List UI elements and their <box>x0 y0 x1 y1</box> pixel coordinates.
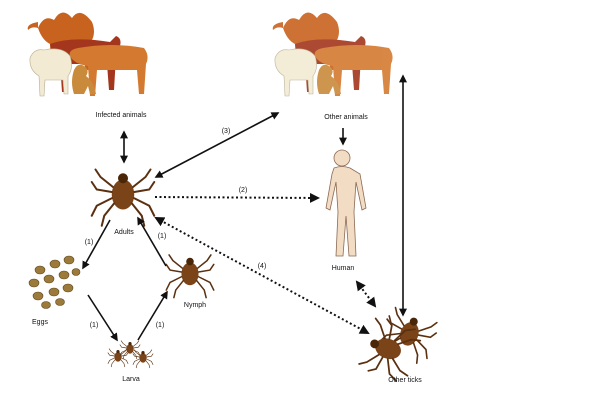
edge-label-adults-human: (2) <box>239 187 248 194</box>
eggs-illustration <box>28 255 81 309</box>
arrow-larva-nymph <box>137 290 168 341</box>
other-animals-illustration <box>272 11 394 97</box>
other-animals-label: Other animals <box>324 114 368 121</box>
adult-tick-illustration <box>90 168 156 227</box>
larva-illustration <box>107 340 154 369</box>
edge-label-adults-other-ticks: (4) <box>258 263 267 270</box>
edge-label-adults-eggs: (1) <box>85 239 94 246</box>
nymph-tick-illustration <box>165 254 215 299</box>
arrow-nymph-adults <box>137 216 167 267</box>
infected-animals-illustration <box>27 11 149 97</box>
edge-label-eggs-larva: (1) <box>90 322 99 329</box>
edge-label-larva-nymph: (1) <box>156 322 165 329</box>
human-label: Human <box>332 265 355 272</box>
human-figure <box>325 149 367 257</box>
other-ticks-illustration <box>357 305 441 385</box>
edge-label-nymph-adults: (1) <box>158 233 167 240</box>
edge-label-adults-other-animals: (3) <box>222 128 231 135</box>
eggs-label: Eggs <box>32 319 48 326</box>
arrow-adults-human <box>154 192 320 203</box>
adults-label: Adults <box>114 229 134 236</box>
arrow-eggs-larva <box>87 294 118 342</box>
infected-animals-label: Infected animals <box>96 112 147 119</box>
other-ticks-label: Other ticks <box>388 377 422 384</box>
nymph-label: Nymph <box>184 302 206 309</box>
arrow-human-other-ticks <box>355 280 377 308</box>
arrow-adults-other-animals <box>154 112 280 178</box>
larva-label: Larva <box>122 376 140 383</box>
arrow-adults-eggs <box>82 219 111 270</box>
